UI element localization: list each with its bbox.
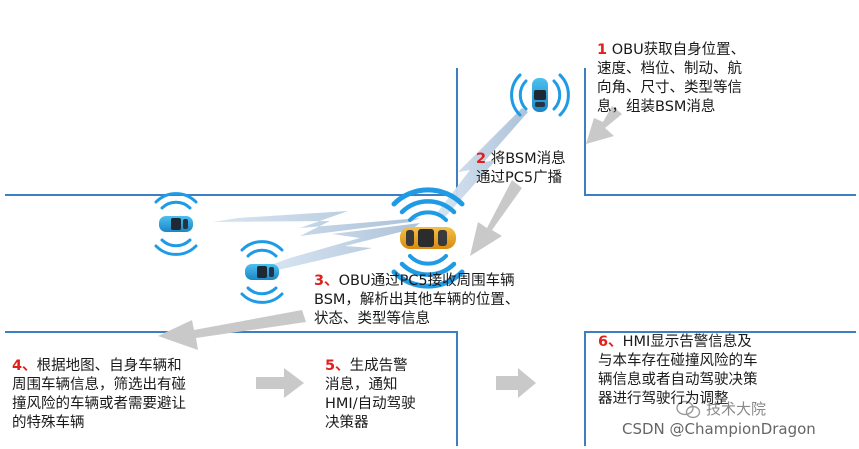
arrow-step5-to-step6 bbox=[496, 368, 536, 398]
step-4-text: 4、根据地图、自身车辆和 周围车辆信息，筛选出有碰 撞风险的车辆或者需要避让 的… bbox=[12, 358, 186, 431]
step-3-text: 3、OBU通过PC5接收周围车辆 BSM，解析出其他车辆的位置、 状态、类型等信… bbox=[314, 273, 520, 327]
lower-car bbox=[240, 240, 284, 304]
road-line-top-left bbox=[5, 68, 458, 196]
watermark-brand: 技术大院 bbox=[706, 400, 767, 418]
left-car bbox=[154, 192, 198, 256]
beam-ego-to-low-car bbox=[268, 223, 420, 270]
watermark-credit: CSDN @ChampionDragon bbox=[622, 420, 816, 438]
arrow-step2-to-step3 bbox=[470, 180, 522, 256]
signal-beams bbox=[213, 108, 528, 270]
arrow-step4-to-step5 bbox=[256, 368, 304, 398]
top-car bbox=[510, 73, 570, 117]
ego-car bbox=[391, 187, 465, 289]
arrow-step1-to-top-car bbox=[586, 106, 622, 144]
step-2-text: 2 将BSM消息 通过PC5广播 bbox=[476, 151, 566, 186]
wechat-logo-icon bbox=[676, 400, 701, 419]
step-1-text: 1 OBU获取自身位置、 速度、档位、制动、航 向角、尺寸、类型等信 息，组装B… bbox=[597, 42, 746, 115]
step-5-text: 5、生成告警 消息，通知 HMI/自动驾驶 决策器 bbox=[325, 358, 416, 431]
arrow-step3-to-step4 bbox=[158, 310, 306, 350]
step-6-text: 6、HMI显示告警信息及 与本车存在碰撞风险的车 辆信息或者自动驾驶决策 器进行… bbox=[598, 334, 758, 407]
beam-ego-to-left-car bbox=[213, 211, 420, 236]
road-line-bottom-left bbox=[5, 331, 458, 446]
flow-arrows bbox=[158, 106, 622, 398]
road-line-bottom-right bbox=[584, 331, 856, 446]
beam-ego-to-top-car bbox=[436, 108, 528, 216]
ego-signal-rings bbox=[391, 187, 465, 289]
road-line-top-right bbox=[584, 68, 856, 196]
